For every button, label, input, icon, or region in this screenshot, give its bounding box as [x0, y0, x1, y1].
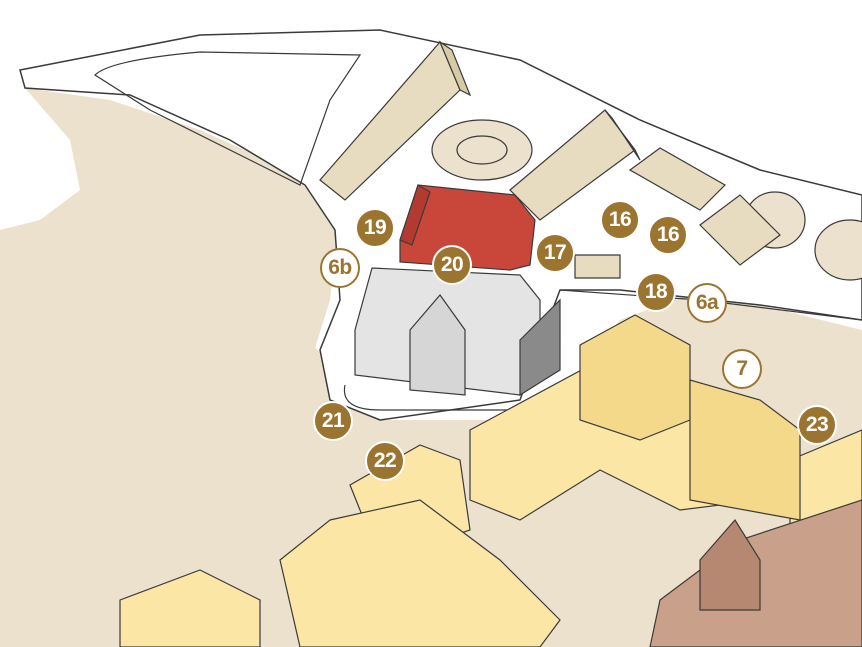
marker-23[interactable]: 23	[797, 405, 837, 445]
building-highlighted	[399, 184, 536, 271]
building-brick-church	[649, 499, 862, 647]
building-long-north	[319, 40, 472, 201]
marker-22[interactable]: 22	[365, 441, 405, 481]
building-grey	[354, 267, 561, 397]
marker-16-west[interactable]: 16	[600, 200, 640, 240]
roundabout-inner	[456, 135, 508, 165]
marker-6b[interactable]: 6b	[320, 248, 360, 288]
marker-16-east[interactable]: 16	[648, 215, 688, 255]
green-patch-far-east	[814, 219, 862, 281]
marker-17[interactable]: 17	[535, 233, 575, 273]
drive-curve	[343, 384, 540, 411]
building-east-block	[509, 109, 641, 221]
building-east-small	[574, 147, 781, 279]
marker-7[interactable]: 7	[722, 349, 762, 389]
marker-6a[interactable]: 6a	[687, 283, 727, 323]
ground-area-west	[0, 88, 340, 647]
building-yellow-complex	[119, 314, 862, 647]
marker-19[interactable]: 19	[355, 208, 395, 248]
marker-21[interactable]: 21	[313, 401, 353, 441]
marker-18[interactable]: 18	[636, 272, 676, 312]
marker-20[interactable]: 20	[432, 245, 472, 285]
road-loop	[94, 51, 362, 186]
